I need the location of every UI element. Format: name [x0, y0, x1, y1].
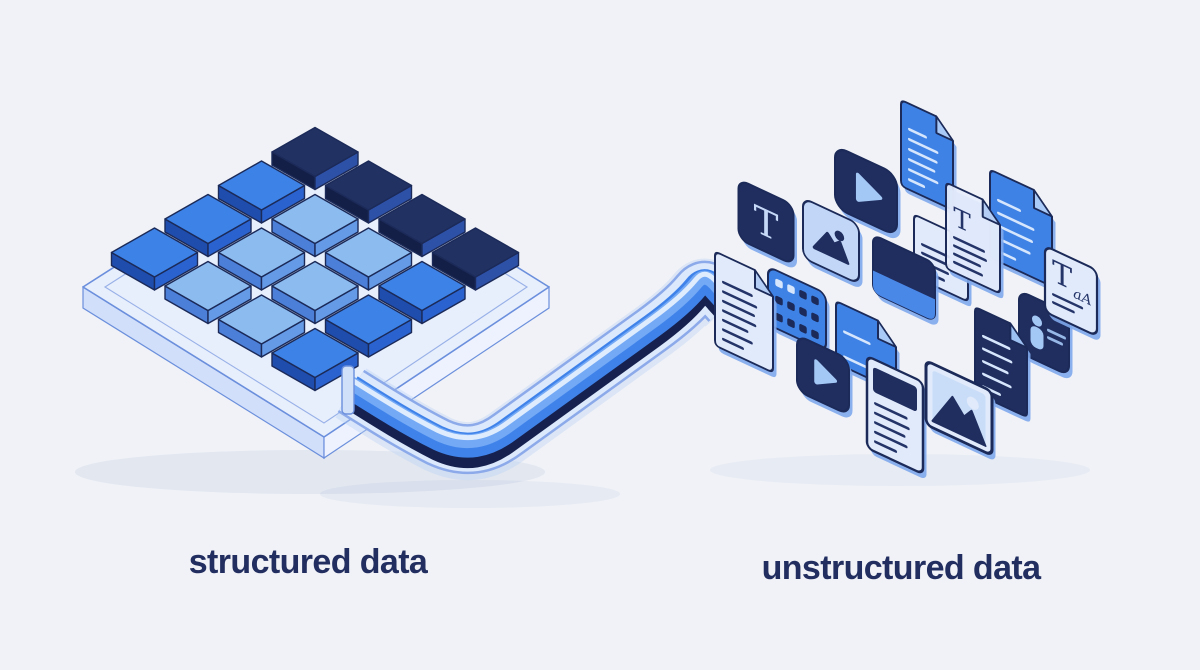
video-icon	[796, 337, 853, 418]
grid-tile-medium	[324, 294, 413, 358]
grid-tile-medium	[217, 160, 306, 224]
pipe-notch	[341, 365, 355, 415]
pipe-document-icon	[714, 251, 777, 378]
svg-text:T: T	[953, 202, 970, 240]
grid-tile-light	[217, 294, 306, 358]
grid-tile-medium	[378, 260, 466, 325]
image-icon	[802, 200, 863, 287]
grid-tile-medium	[271, 327, 359, 392]
svg-text:T: T	[1052, 254, 1072, 298]
text-document-icon	[989, 170, 1056, 291]
grid-tile-light	[164, 260, 252, 325]
unstructured-data-label: unstructured data	[761, 549, 1041, 587]
structured-data-label: structured data	[188, 543, 428, 581]
media-file-icon	[872, 236, 939, 325]
grid-tile-dark	[378, 193, 466, 258]
letter-t-icon: T	[737, 181, 797, 268]
grid-tile-light	[324, 227, 413, 291]
grid-tile-light	[271, 193, 359, 258]
grid-tile-dark	[324, 160, 413, 224]
text-document-icon	[900, 100, 957, 215]
grid-tile-medium	[110, 227, 199, 291]
grid-tile-dark	[431, 227, 520, 291]
article-document-icon	[865, 356, 927, 479]
ground-shadows	[75, 450, 1090, 508]
typed-document-icon: T	[945, 182, 1004, 299]
data-pipe	[335, 259, 749, 481]
grid-tile-dark	[271, 126, 359, 191]
photo-icon	[924, 361, 996, 460]
structured-data-tile-grid	[110, 126, 520, 392]
grid-tile-light	[271, 260, 359, 325]
video-icon	[834, 148, 901, 239]
grid-tile-light	[217, 227, 306, 291]
grid-tile-medium	[164, 193, 252, 258]
